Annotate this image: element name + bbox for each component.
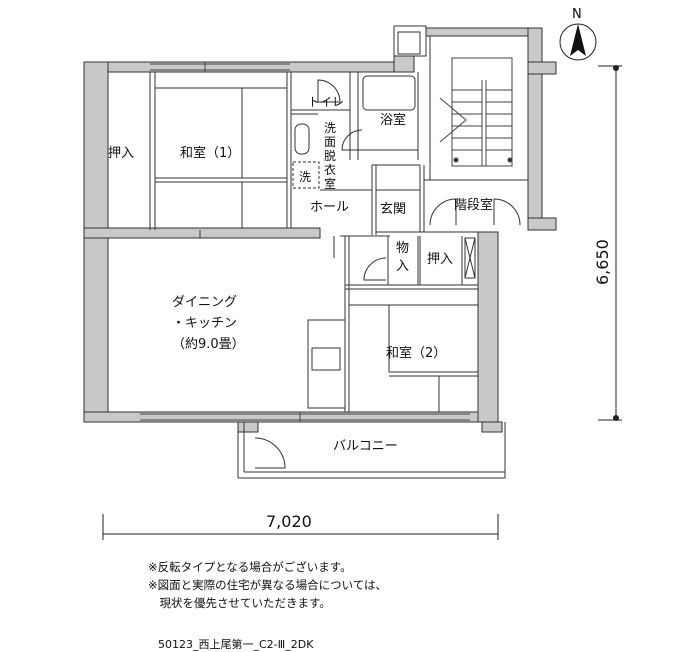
label-kaidanshitsu: 階段室: [454, 197, 493, 213]
balcony-outline: [237, 421, 506, 479]
label-toilet: トイレ: [308, 95, 344, 109]
svg-text:・キッチン: ・キッチン: [172, 316, 237, 331]
label-senmen-datsuishitsu: 洗 面 脱 衣 室: [324, 121, 336, 191]
notes: ※反転タイプとなる場合がございます。 ※図面と実際の住宅が異なる場合については、…: [148, 558, 387, 612]
note-line: ※図面と実際の住宅が異なる場合については、: [148, 578, 388, 592]
svg-text:脱: 脱: [324, 148, 336, 163]
label-oshiire-left: 押入: [108, 146, 134, 161]
note-line: ※反転タイプとなる場合がございます。: [148, 560, 352, 574]
svg-text:物: 物: [396, 241, 409, 256]
interior-walls: [149, 36, 528, 412]
label-washitsu-2: 和室（2）: [386, 345, 446, 361]
label-monoire: 物 入: [396, 241, 409, 274]
svg-text:ダイニング: ダイニング: [172, 295, 237, 310]
outer-walls: [83, 25, 557, 423]
label-dining-kitchen: ダイニング ・キッチン （約9.0畳）: [172, 295, 245, 352]
label-washitsu-1: 和室（1）: [180, 145, 240, 161]
dimension-height: 6,650: [593, 239, 612, 285]
label-genkan: 玄関: [380, 202, 406, 217]
note-line: 現状を優先させていただきます。: [148, 596, 331, 610]
compass-label: N: [572, 7, 582, 22]
label-hall: ホール: [310, 200, 349, 215]
svg-text:面: 面: [324, 135, 336, 149]
svg-text:入: 入: [396, 259, 409, 274]
doors: [254, 79, 521, 469]
dimension-lines: [102, 65, 622, 540]
svg-text:衣: 衣: [324, 162, 336, 177]
svg-text:室: 室: [324, 176, 336, 191]
svg-text:洗: 洗: [324, 121, 336, 135]
svg-text:（約9.0畳）: （約9.0畳）: [172, 337, 245, 352]
label-washing-machine: 洗: [299, 170, 311, 184]
label-balcony: バルコニー: [333, 439, 398, 454]
north-compass: N: [559, 7, 597, 61]
windows: [140, 62, 470, 422]
plan-code: 50123_西上尾第一_C2-Ⅲ_2DK: [158, 638, 314, 651]
staircase: [439, 57, 513, 167]
label-yokushitsu: 浴室: [380, 112, 406, 128]
dimension-width: 7,020: [266, 512, 312, 531]
label-oshiire-right: 押入: [427, 252, 453, 267]
